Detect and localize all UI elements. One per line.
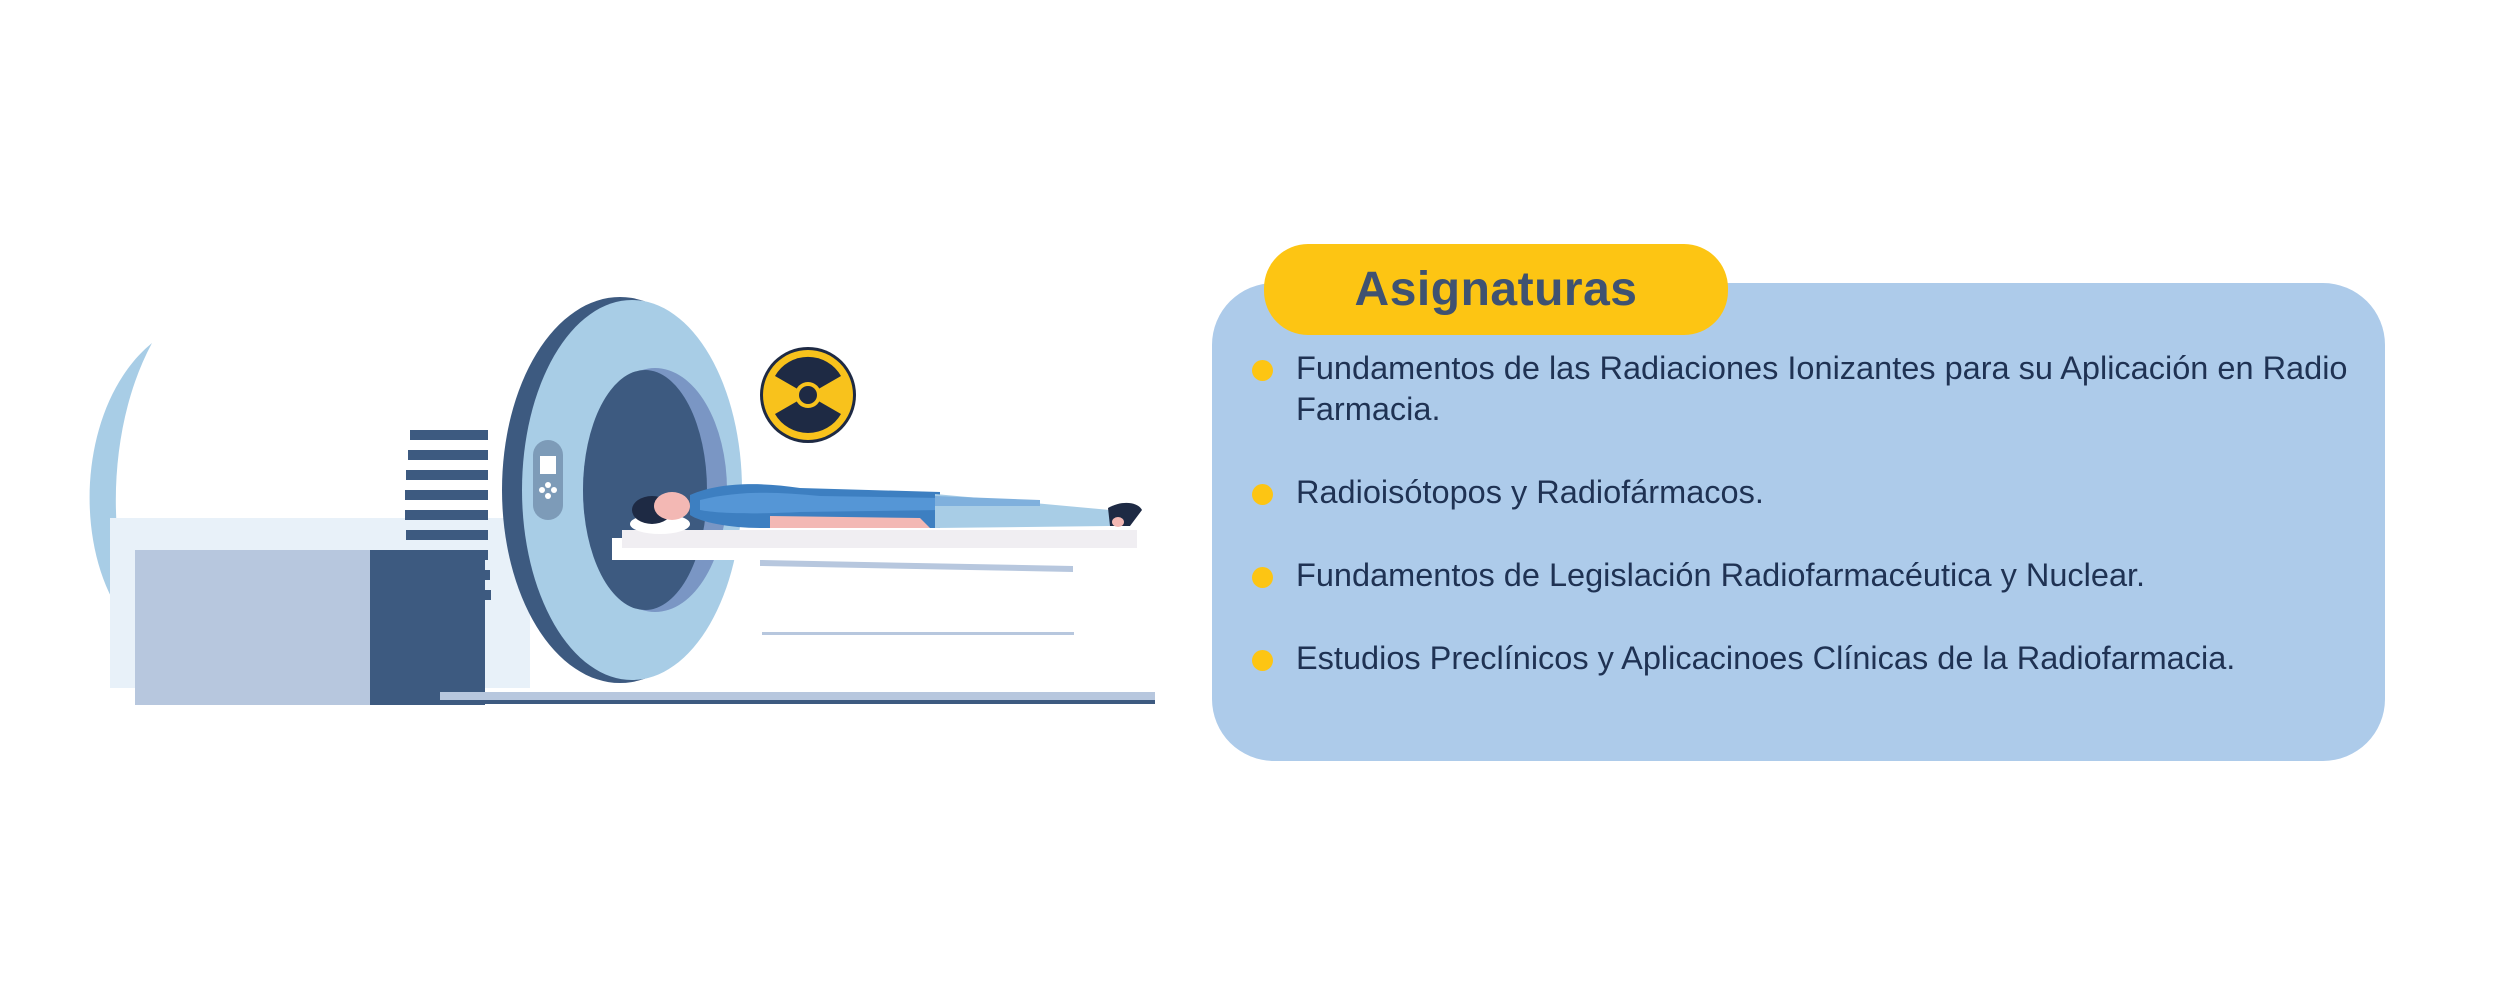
list-item-text: Estudios Preclínicos y Aplicacinoes Clín…	[1296, 640, 2236, 676]
list-item-text: Fundamentos de Legislación Radiofarmacéu…	[1296, 557, 2146, 593]
bullet-dot-icon	[1252, 360, 1273, 381]
control-panel-icon	[533, 440, 563, 520]
subjects-title-tab: Asignaturas	[1264, 244, 1728, 335]
list-item: Fundamentos de las Radiaciones Ionizante…	[1252, 348, 2362, 430]
list-item-text: Radioisótopos y Radiofármacos.	[1296, 474, 1764, 510]
vent-grille	[405, 430, 491, 600]
bullet-dot-icon	[1252, 567, 1273, 588]
subjects-list: Fundamentos de las Radiaciones Ionizante…	[1252, 348, 2362, 721]
bullet-dot-icon	[1252, 484, 1273, 505]
list-item: Estudios Preclínicos y Aplicacinoes Clín…	[1252, 638, 2362, 679]
subjects-title: Asignaturas	[1354, 263, 1638, 316]
bullet-dot-icon	[1252, 650, 1273, 671]
subjects-panel	[1212, 283, 2385, 761]
radiation-symbol-icon	[760, 347, 856, 443]
patient-figure	[630, 484, 1142, 534]
list-item: Fundamentos de Legislación Radiofarmacéu…	[1252, 555, 2362, 596]
list-item-text: Fundamentos de las Radiaciones Ionizante…	[1296, 350, 2348, 427]
ct-scanner-illustration	[89, 297, 1155, 705]
list-item: Radioisótopos y Radiofármacos.	[1252, 472, 2362, 513]
